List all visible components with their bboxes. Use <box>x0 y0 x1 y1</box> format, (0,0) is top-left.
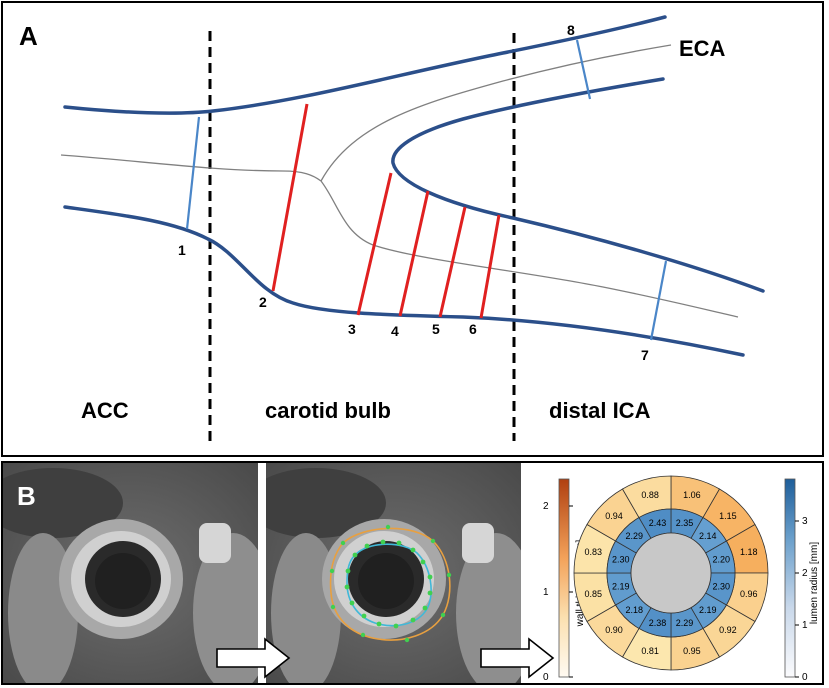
bullseye-plot: 1.062.351.152.141.182.200.962.300.922.19… <box>573 475 769 671</box>
bullseye-inner-value: 2.29 <box>676 618 694 628</box>
bullseye-inner-value: 2.30 <box>612 555 630 565</box>
mri-image-original <box>3 463 258 683</box>
reference-sections <box>185 39 668 341</box>
panel-b-label: B <box>17 481 36 511</box>
bullseye-outer-value: 1.18 <box>740 547 758 557</box>
section-number-5: 5 <box>432 321 440 337</box>
bullseye-outer-value: 0.90 <box>605 625 623 635</box>
section-number-4: 4 <box>391 323 399 339</box>
ica-centerline <box>320 180 739 318</box>
section-number-1: 1 <box>178 242 186 258</box>
arrow-right-icon <box>216 637 291 679</box>
mri-image-segmented <box>266 463 521 683</box>
region-label-carotid-bulb: carotid bulb <box>265 398 391 423</box>
bullseye-outer-value: 1.15 <box>719 511 737 521</box>
bullseye-outer-value: 0.92 <box>719 625 737 635</box>
bullseye-outer-value: 0.83 <box>584 547 602 557</box>
bullseye-center <box>630 532 712 614</box>
eca-label: ECA <box>679 36 726 61</box>
bullseye-inner-value: 2.19 <box>699 605 717 615</box>
section-line-8 <box>575 39 592 100</box>
region-label-acc: ACC <box>81 398 129 423</box>
region-label-distal-ica: distal ICA <box>549 398 651 423</box>
bullseye-inner-value: 2.14 <box>699 531 717 541</box>
lumen-colorbar-title: lumen radius [mm] <box>809 542 820 624</box>
section-number-3: 3 <box>348 321 356 337</box>
bullseye-outer-value: 0.88 <box>641 490 659 500</box>
bullseye-inner-value: 2.30 <box>712 581 730 591</box>
section-number-8: 8 <box>567 22 575 38</box>
lumen-control-points <box>344 539 433 629</box>
carotid-schematic: A ECA <box>19 15 765 441</box>
wall-tick-0: 0 <box>543 672 549 683</box>
section-number-2: 2 <box>259 294 267 310</box>
bullseye-inner-value: 2.43 <box>649 518 667 528</box>
panel-b-graphics: B 0 1 2 wall thickness [mm] 0 1 2 3 lume… <box>3 463 820 683</box>
bullseye-inner-value: 2.29 <box>625 531 643 541</box>
bullseye-outer-value: 1.06 <box>683 490 701 500</box>
bullseye-outer-value: 0.85 <box>584 589 602 599</box>
arrow-right-icon <box>480 637 555 679</box>
lumen-tick-0: 0 <box>802 672 808 683</box>
bifurcation-inner-wall <box>391 77 765 293</box>
wall-tick-2: 2 <box>543 501 549 512</box>
ica-outer-wall <box>63 205 745 357</box>
section-line-6 <box>479 214 501 319</box>
panel-b: B 0 1 2 wall thickness [mm] 0 1 2 3 lume… <box>1 461 824 685</box>
lumen-tick-3: 3 <box>802 516 808 527</box>
eca-outer-wall <box>63 15 667 115</box>
wall-tick-1: 1 <box>543 587 549 598</box>
arrows <box>216 637 555 679</box>
bullseye-outer-value: 0.94 <box>605 511 623 521</box>
bullseye-inner-value: 2.18 <box>625 605 643 615</box>
section-number-6: 6 <box>469 321 477 337</box>
section-line-4 <box>398 190 430 317</box>
bullseye-inner-value: 2.38 <box>649 618 667 628</box>
section-number-7: 7 <box>641 347 649 363</box>
vessel-walls <box>63 15 765 357</box>
lumen-tick-2: 2 <box>802 568 808 579</box>
section-line-2 <box>271 103 309 292</box>
panel-a: A ECA <box>1 1 824 457</box>
acc-centerline <box>60 154 322 182</box>
bullseye-inner-value: 2.35 <box>676 518 694 528</box>
section-line-5 <box>438 206 467 318</box>
eca-centerline <box>320 44 672 182</box>
section-line-3 <box>356 172 393 316</box>
centerlines <box>60 44 739 318</box>
lumen-radius-colorbar: 0 1 2 3 lumen radius [mm] <box>784 478 820 683</box>
outer-wall-control-points <box>329 524 452 643</box>
bullseye-inner-value: 2.20 <box>712 555 730 565</box>
panel-a-label: A <box>19 21 38 51</box>
bullseye-outer-value: 0.95 <box>683 646 701 656</box>
section-line-7 <box>649 260 668 341</box>
lumen-contour <box>346 543 432 627</box>
bullseye-inner-value: 2.19 <box>612 581 630 591</box>
wall-sections <box>271 103 501 319</box>
bullseye-outer-value: 0.96 <box>740 589 758 599</box>
outer-wall-contour <box>329 527 451 641</box>
bullseye-outer-value: 0.81 <box>641 646 659 656</box>
section-line-1 <box>185 116 201 230</box>
lumen-tick-1: 1 <box>802 620 808 631</box>
